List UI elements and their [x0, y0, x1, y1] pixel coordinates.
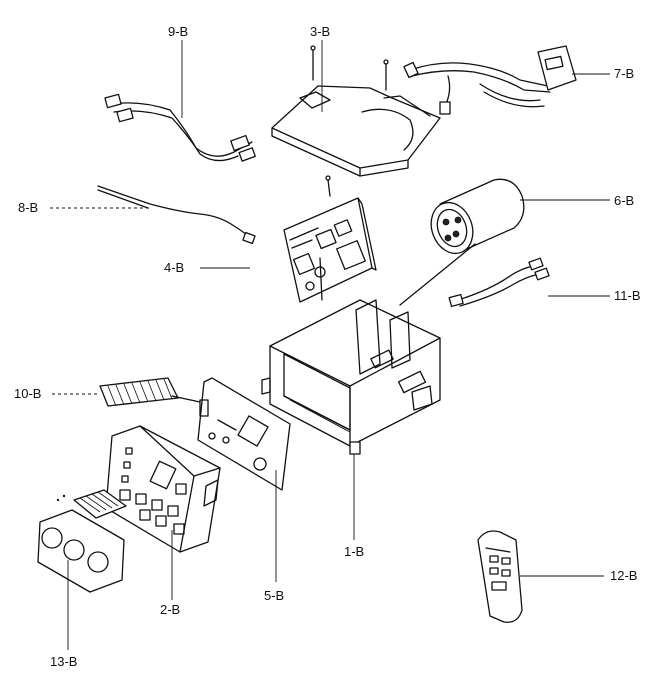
part-12b-remote-control [477, 530, 523, 623]
part-7b-sensor-harness [403, 45, 577, 115]
callout-9b: 9-B [168, 24, 188, 39]
callout-12b: 12-B [610, 568, 637, 583]
callout-4b: 4-B [164, 260, 184, 275]
part-10b-ribbon-cable [99, 377, 201, 407]
part-4b-main-pcb [283, 175, 377, 303]
callout-1b: 1-B [344, 544, 364, 559]
part-8b-thermistor-wire [97, 185, 256, 245]
callout-3b: 3-B [310, 24, 330, 39]
callout-7b: 7-B [614, 66, 634, 81]
callout-13b: 13-B [50, 654, 77, 669]
callout-11b: 11-B [614, 288, 641, 303]
callout-6b: 6-B [614, 193, 634, 208]
part-2b-front-panel [105, 425, 221, 553]
callout-10b: 10-B [14, 386, 41, 401]
part-9b-wire-harness [104, 93, 256, 162]
callout-2b: 2-B [160, 602, 180, 617]
part-1b-control-box [261, 243, 476, 455]
part-11b-jumper-wire [448, 257, 550, 308]
part-5b-display-pcb [197, 377, 291, 491]
callout-8b: 8-B [18, 200, 38, 215]
callout-5b: 5-B [264, 588, 284, 603]
part-3b-top-cover [271, 45, 441, 177]
part-13b-label-sheet [37, 489, 127, 593]
part-6b-capacitor [430, 178, 525, 255]
